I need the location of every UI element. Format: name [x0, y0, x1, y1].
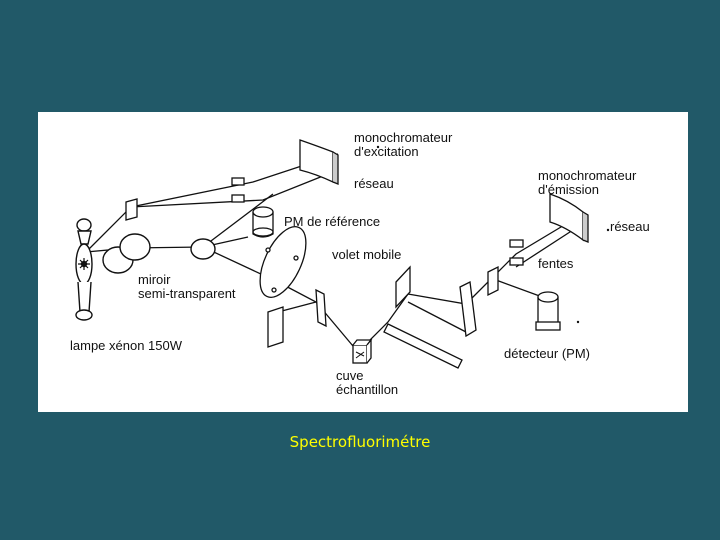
label-mono-emission: monochromateur d'émission [538, 168, 637, 197]
label-lampe: lampe xénon 150W [70, 338, 183, 353]
beam-path [202, 193, 274, 248]
emission-grating [549, 193, 589, 243]
excitation-slits [231, 177, 245, 203]
label-detecteur: détecteur (PM) [504, 346, 590, 361]
lens-assembly [102, 233, 216, 274]
emission-bar [383, 323, 463, 369]
xenon-lamp [75, 218, 93, 321]
label-miroir: miroir semi-transparent [138, 272, 236, 301]
sample-mirrors [267, 288, 327, 348]
label-cuve: cuve échantillon [336, 368, 399, 397]
mirror-excitation-input [125, 198, 138, 221]
emission-mirror-1 [395, 265, 411, 309]
label-reseau-emission: réseau [610, 219, 650, 234]
beam-path [202, 246, 359, 353]
excitation-grating [299, 139, 339, 185]
diagram-figure: monochromateur d'excitation réseau monoc… [38, 112, 688, 412]
detector-pm [535, 291, 561, 331]
beam-path [407, 301, 467, 333]
label-volet-mobile: volet mobile [332, 247, 402, 262]
beam-path [85, 153, 339, 253]
label-mono-excitation: monochromateur d'excitation [354, 130, 453, 159]
label-reseau-excitation: réseau [354, 176, 394, 191]
emission-mirror-3 [487, 265, 499, 297]
moving-shutter [259, 226, 307, 298]
emission-mirror-2 [459, 281, 477, 338]
label-fentes: fentes [538, 256, 574, 271]
beam-path [515, 229, 574, 268]
sample-cuvette [352, 338, 373, 364]
beam-path [277, 301, 317, 313]
optical-schematic [75, 139, 610, 369]
beam-path [130, 169, 339, 208]
label-pm-reference: PM de référence [284, 214, 381, 229]
figure-caption: Spectrofluorimétre [289, 433, 431, 451]
emission-slits [509, 239, 524, 266]
reference-pm [252, 206, 274, 238]
